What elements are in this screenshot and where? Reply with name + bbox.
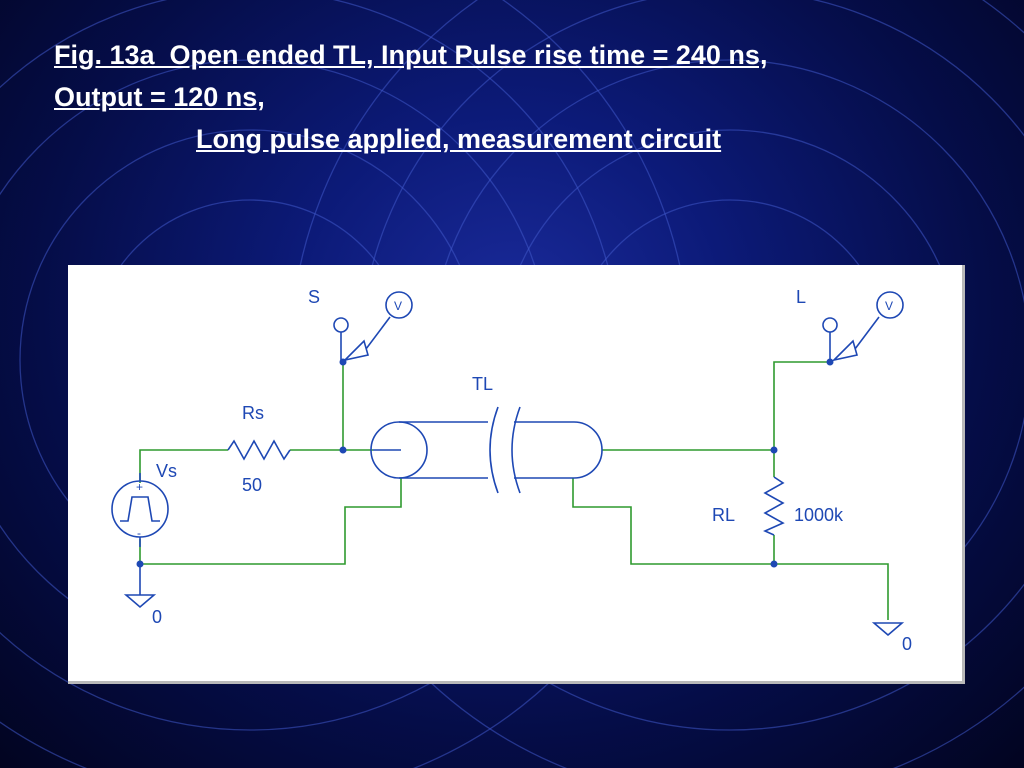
tl-break-left — [489, 406, 499, 494]
node-l-terminal — [822, 317, 838, 333]
ground-left-label: 0 — [152, 607, 162, 627]
rl-value: 1000k — [794, 505, 844, 525]
schematic-canvas: + - Vs Rs 50 S V — [68, 265, 965, 684]
vs-plus-sign: + — [136, 480, 143, 494]
probe-s-symbol: V — [394, 299, 402, 313]
probe-s-arrow-icon — [342, 316, 391, 362]
node-l-label: L — [796, 287, 806, 307]
source-top-wire — [139, 449, 228, 483]
node-s-terminal — [333, 317, 349, 333]
node-l-junction — [770, 446, 778, 454]
node-s-junction — [339, 446, 347, 454]
title-indent-underline — [54, 118, 196, 160]
probe-l-wire — [773, 361, 830, 450]
rs-zigzag — [227, 439, 291, 461]
ground-left: 0 — [123, 560, 162, 627]
vs-minus-sign: - — [137, 526, 141, 540]
resistor-rl: RL 1000k — [712, 476, 844, 568]
vs-label: Vs — [156, 461, 177, 481]
voltage-source-vs: + - Vs — [111, 461, 177, 547]
probe-s-voltmeter-icon — [385, 291, 413, 319]
ground-return-wire — [139, 478, 402, 565]
title-line-3-text: Long pulse applied, measurement circuit — [196, 124, 722, 154]
probe-l-voltmeter-icon — [876, 291, 904, 319]
probe-s: S V — [308, 287, 413, 454]
title-line-2: Output = 120 ns, — [54, 82, 265, 112]
rl-zigzag — [763, 476, 785, 536]
shield-right-wire — [572, 478, 889, 620]
rl-bottom-junction — [770, 560, 778, 568]
probe-l-arrow-icon — [831, 316, 880, 362]
ground-right: 0 — [871, 622, 912, 654]
tl-right-end — [573, 421, 603, 479]
node-s-label: S — [308, 287, 320, 307]
tl-break-right — [511, 406, 521, 494]
probe-l-symbol: V — [885, 299, 893, 313]
tl-label: TL — [472, 374, 493, 394]
probe-l: L V — [770, 287, 904, 454]
ground-right-icon — [871, 622, 905, 637]
ground-left-icon — [123, 594, 157, 609]
rs-value: 50 — [242, 475, 262, 495]
title-line-1: Fig. 13a Open ended TL, Input Pulse rise… — [54, 40, 768, 70]
probe-l-tip-dot — [826, 358, 834, 366]
circuit-schematic: + - Vs Rs 50 S V — [111, 287, 912, 654]
slide-title: Fig. 13a Open ended TL, Input Pulse rise… — [54, 34, 994, 160]
pulse-waveform-icon — [120, 496, 160, 522]
resistor-rs: Rs 50 — [227, 403, 291, 495]
rl-label: RL — [712, 505, 735, 525]
rs-label: Rs — [242, 403, 264, 423]
title-line-3: Long pulse applied, measurement circuit — [54, 118, 994, 160]
transmission-line-tl: TL — [370, 374, 603, 494]
ground-right-label: 0 — [902, 634, 912, 654]
